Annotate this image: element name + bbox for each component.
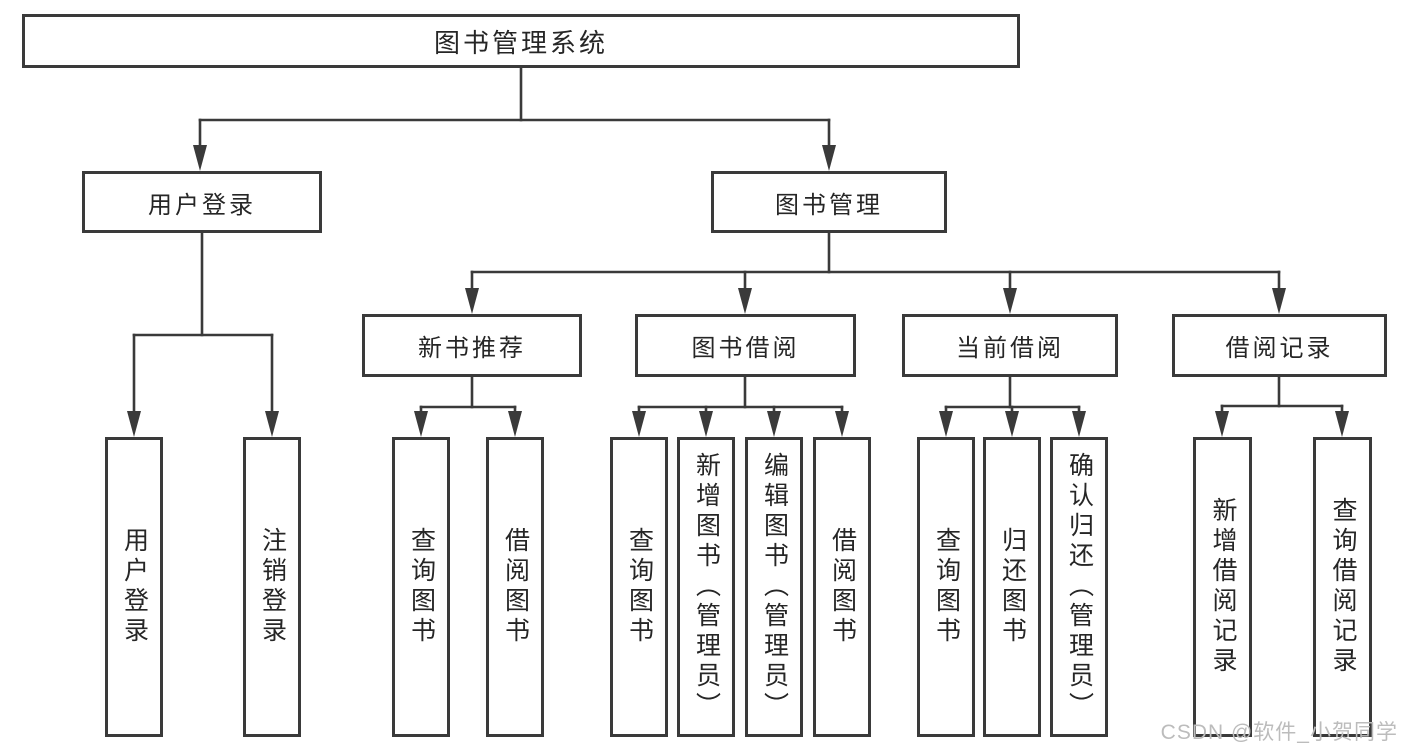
leaf-user-login: 用户登录 [105, 437, 163, 737]
node-label: 新书推荐 [418, 335, 526, 362]
node-borrowing-records: 借阅记录 [1172, 314, 1387, 377]
node-library-management-system: 图书管理系统 [22, 14, 1020, 68]
node-label: 借阅记录 [1225, 335, 1334, 362]
leaf-query-books: 查询图书 [392, 437, 450, 737]
leaf-return-books: 归还图书 [983, 437, 1041, 737]
node-label: 图书管理系统 [433, 27, 608, 58]
node-label: 图书管理 [775, 191, 883, 219]
watermark-csdn: CSDN @软件_小贺同学 [1160, 721, 1398, 744]
node-user-login: 用户登录 [82, 171, 322, 233]
leaf-query-books: 查询图书 [610, 437, 668, 737]
leaf-logout-login: 注销登录 [243, 437, 301, 737]
leaf-borrow-books: 借阅图书 [486, 437, 544, 737]
node-new-book-recommendation: 新书推荐 [362, 314, 582, 377]
node-label: 当前借阅 [956, 335, 1064, 362]
node-label: 用户登录 [148, 191, 256, 219]
leaf-confirm-return-admin: 确认归还（管理员） [1050, 437, 1108, 737]
leaf-query-borrow-record: 查询借阅记录 [1313, 437, 1372, 737]
leaf-query-books: 查询图书 [917, 437, 975, 737]
leaf-add-books-admin: 新增图书（管理员） [677, 437, 735, 737]
node-book-borrowing: 图书借阅 [635, 314, 856, 377]
node-label: 图书借阅 [691, 335, 800, 362]
leaf-edit-books-admin: 编辑图书（管理员） [745, 437, 803, 737]
leaf-add-borrow-record: 新增借阅记录 [1193, 437, 1252, 737]
node-current-borrowing: 当前借阅 [902, 314, 1118, 377]
leaf-borrow-books: 借阅图书 [813, 437, 871, 737]
node-book-management: 图书管理 [711, 171, 947, 233]
